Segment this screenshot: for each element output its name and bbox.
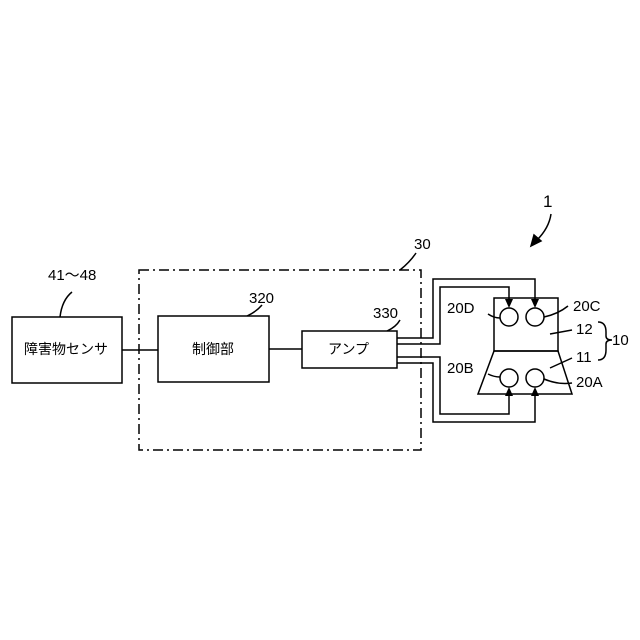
leader-20c [544,306,568,317]
controller-group-box [139,270,421,450]
amplifier-ref: 330 [373,306,398,321]
driver-20b [500,369,518,387]
obstacle-sensor-leader [60,292,72,317]
leader-20b [488,374,500,377]
arrowhead-20b [505,387,513,396]
driver-20d [500,308,518,326]
driver-20b-label: 20B [447,361,474,376]
driver-20c [526,308,544,326]
arrowhead-20a [531,387,539,396]
control-unit-ref: 320 [249,291,274,306]
amplifier-label: アンプ [328,343,369,357]
speaker-device-ref: 10 [612,333,629,348]
figure-pointer-arrow [537,214,551,240]
controller-group-ref: 30 [414,237,431,252]
driver-20c-label: 20C [573,299,601,314]
leader-12 [550,330,572,334]
arrowhead-20d [505,299,513,308]
obstacle-sensor-ref: 41〜48 [48,268,96,283]
driver-20d-label: 20D [447,301,475,316]
lower-part-ref: 11 [576,350,592,365]
control-unit-label: 制御部 [192,343,234,357]
upper-part-ref: 12 [576,322,593,337]
controller-group-leader [400,253,416,270]
driver-20a [526,369,544,387]
arrowhead-20c [531,299,539,308]
obstacle-sensor-label: 障害物センサ [24,343,108,357]
figure-ref-label: 1 [543,193,552,210]
driver-20a-label: 20A [576,375,603,390]
speaker-lower-part [478,351,572,394]
speaker-brace [598,322,612,360]
